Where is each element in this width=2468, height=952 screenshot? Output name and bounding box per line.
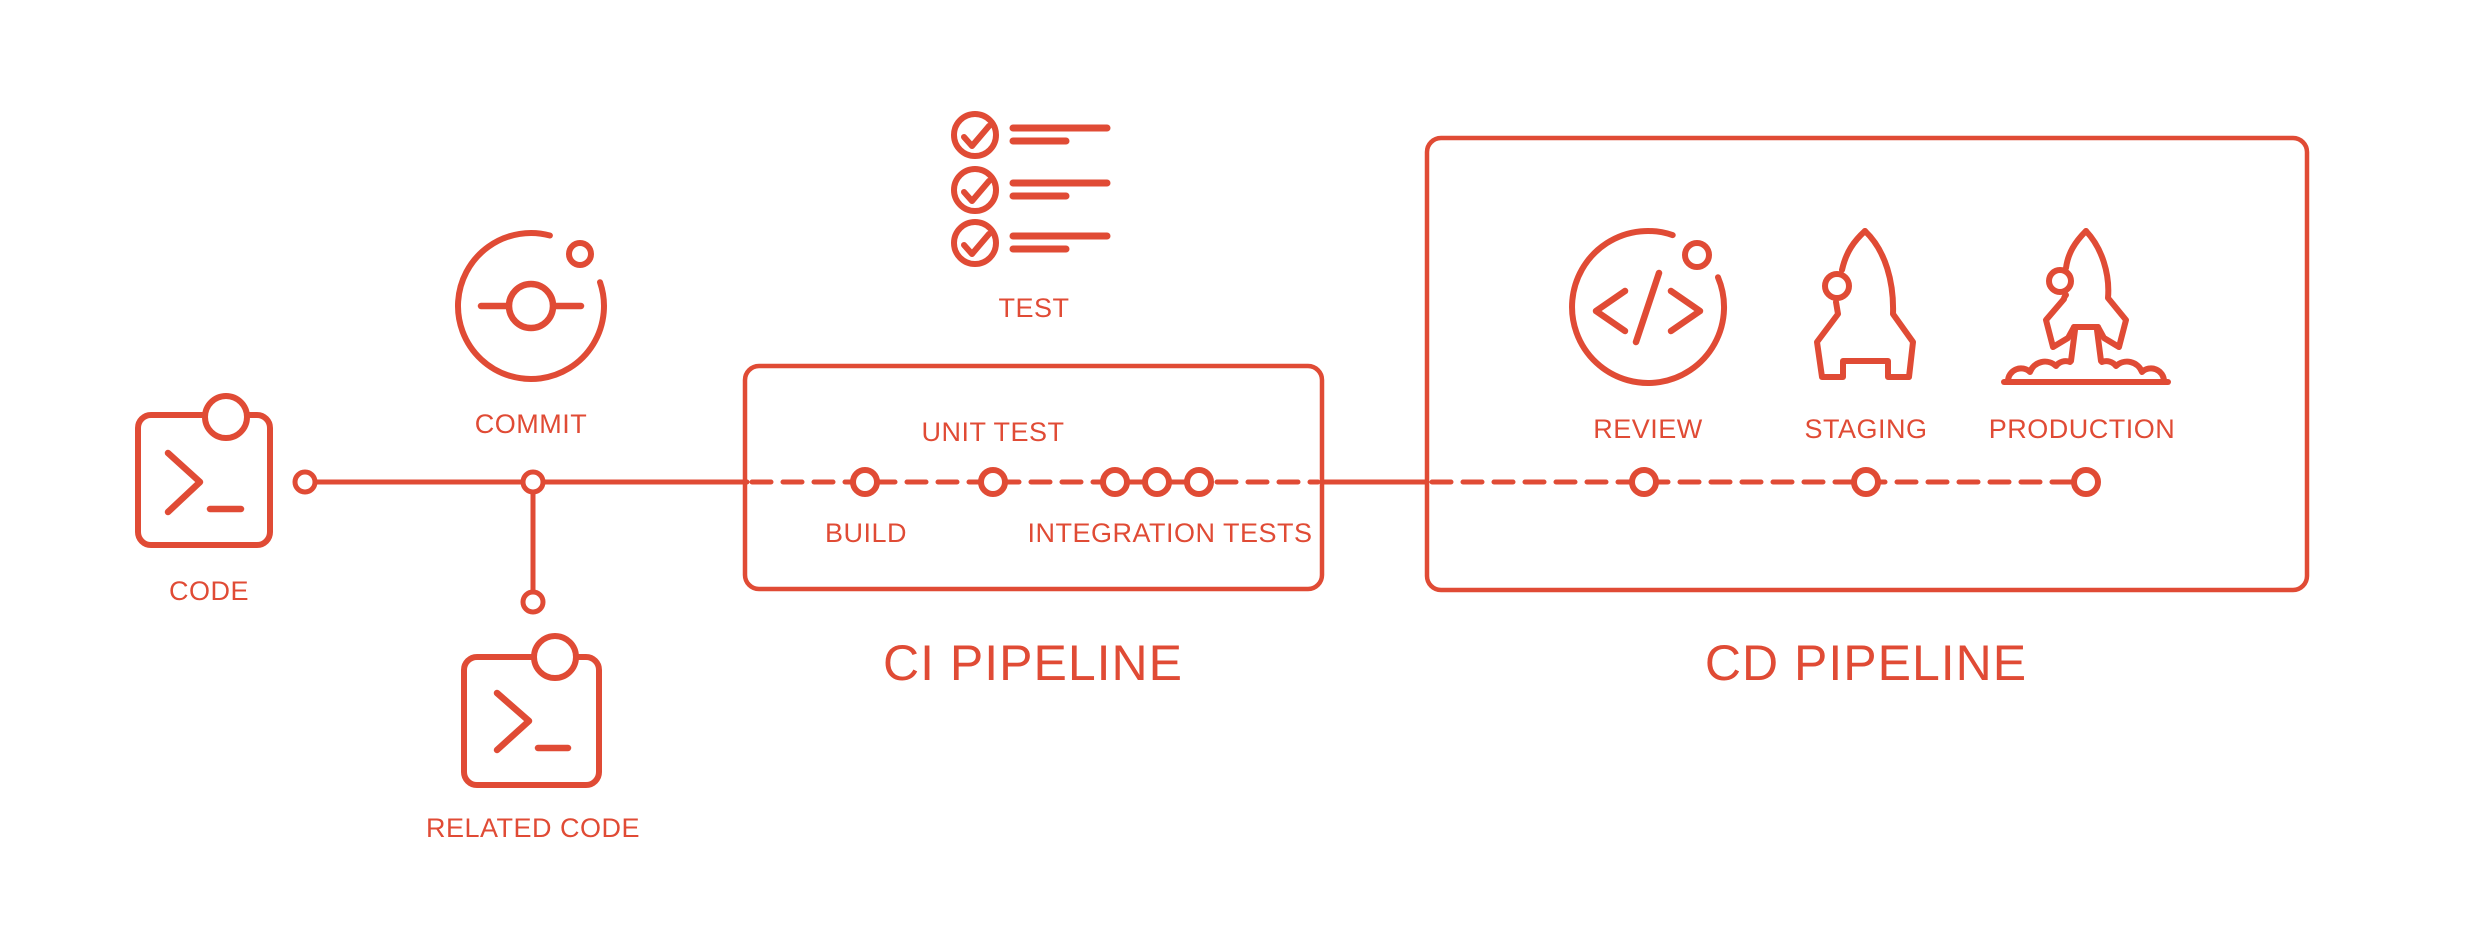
smoke-cloud-left [2005,358,2073,384]
check-circle-icon [951,111,999,159]
code-icon [135,393,273,548]
review-station: REVIEW [1569,228,1728,444]
unit-test-label: UNIT TEST [921,417,1064,447]
node-integration-3 [1184,467,1214,497]
review-label: REVIEW [1593,414,1703,444]
staging-station: STAGING [1804,228,1927,444]
ci-pipeline-stages: UNIT TEST BUILD INTEGRATION TESTS [825,417,1312,548]
cd-pipeline-box [1424,135,2310,593]
node-production [2071,467,2101,497]
related-code-station: RELATED CODE [426,633,640,843]
related-code-icon [461,633,602,788]
node-commit [520,469,546,495]
code-tag-circle-icon [1569,228,1728,386]
commit-orbit-dot [566,240,594,268]
code-label: CODE [169,576,249,606]
rocket-body-right [2083,228,2129,350]
review-orbit-dot [1682,240,1712,270]
rocket-window [2046,267,2074,295]
test-station: TEST [951,111,1111,323]
node-review [1629,467,1659,497]
node-build [850,467,880,497]
ci-pipeline-title: CI PIPELINE [883,635,1183,691]
code-tag-slash-icon [1632,269,1663,346]
smoke-cloud-right [2099,358,2167,384]
check-mark-icon [961,178,992,204]
code-pin-circle [531,633,579,681]
check-circle-icon [951,219,999,267]
commit-node-circle [505,280,557,332]
terminal-prompt-icon [164,449,204,516]
commit-label: COMMIT [475,409,587,439]
exhaust-right [2094,327,2104,364]
code-tag-right-icon [1667,287,1704,335]
commit-icon [454,230,607,382]
pipeline-nodes [292,467,2101,497]
ci-pipeline-box [742,363,1325,592]
production-station: PRODUCTION [1989,228,2176,444]
integration-tests-label: INTEGRATION TESTS [1027,518,1312,548]
rocket-window [1822,271,1852,301]
rocket-body-left [2043,292,2077,350]
build-label: BUILD [825,518,907,548]
related-code-label: RELATED CODE [426,813,640,843]
staging-label: STAGING [1804,414,1927,444]
cd-pipeline-title: CD PIPELINE [1705,635,2027,691]
review-orbit-arc [1569,228,1728,386]
node-integration-1 [1100,467,1130,497]
check-circle-icon [951,166,999,214]
node-integration-2 [1142,467,1172,497]
code-pin-circle [202,393,250,441]
code-tag-left-icon [1592,287,1629,335]
production-label: PRODUCTION [1989,414,2176,444]
rocket-body [1814,228,1916,380]
rocket-icon [1814,228,1916,380]
code-station: CODE [135,393,273,606]
test-label: TEST [998,293,1069,323]
commit-orbit-arc [454,230,607,382]
rocket-nose-left [2063,228,2089,271]
check-mark-icon [961,123,992,149]
rocket-launch-icon [2001,228,2171,385]
exhaust-left [2068,327,2078,364]
terminal-prompt-icon [493,689,533,754]
rocket-nose-left [1839,228,1868,273]
node-code [292,469,318,495]
node-unit-test [978,467,1008,497]
branch-end-node [520,589,546,615]
check-mark-icon [961,231,992,257]
commit-station: COMMIT [454,230,607,615]
checklist-icon [951,111,1111,267]
node-staging [1851,467,1881,497]
terminal-window-frame [135,412,273,548]
